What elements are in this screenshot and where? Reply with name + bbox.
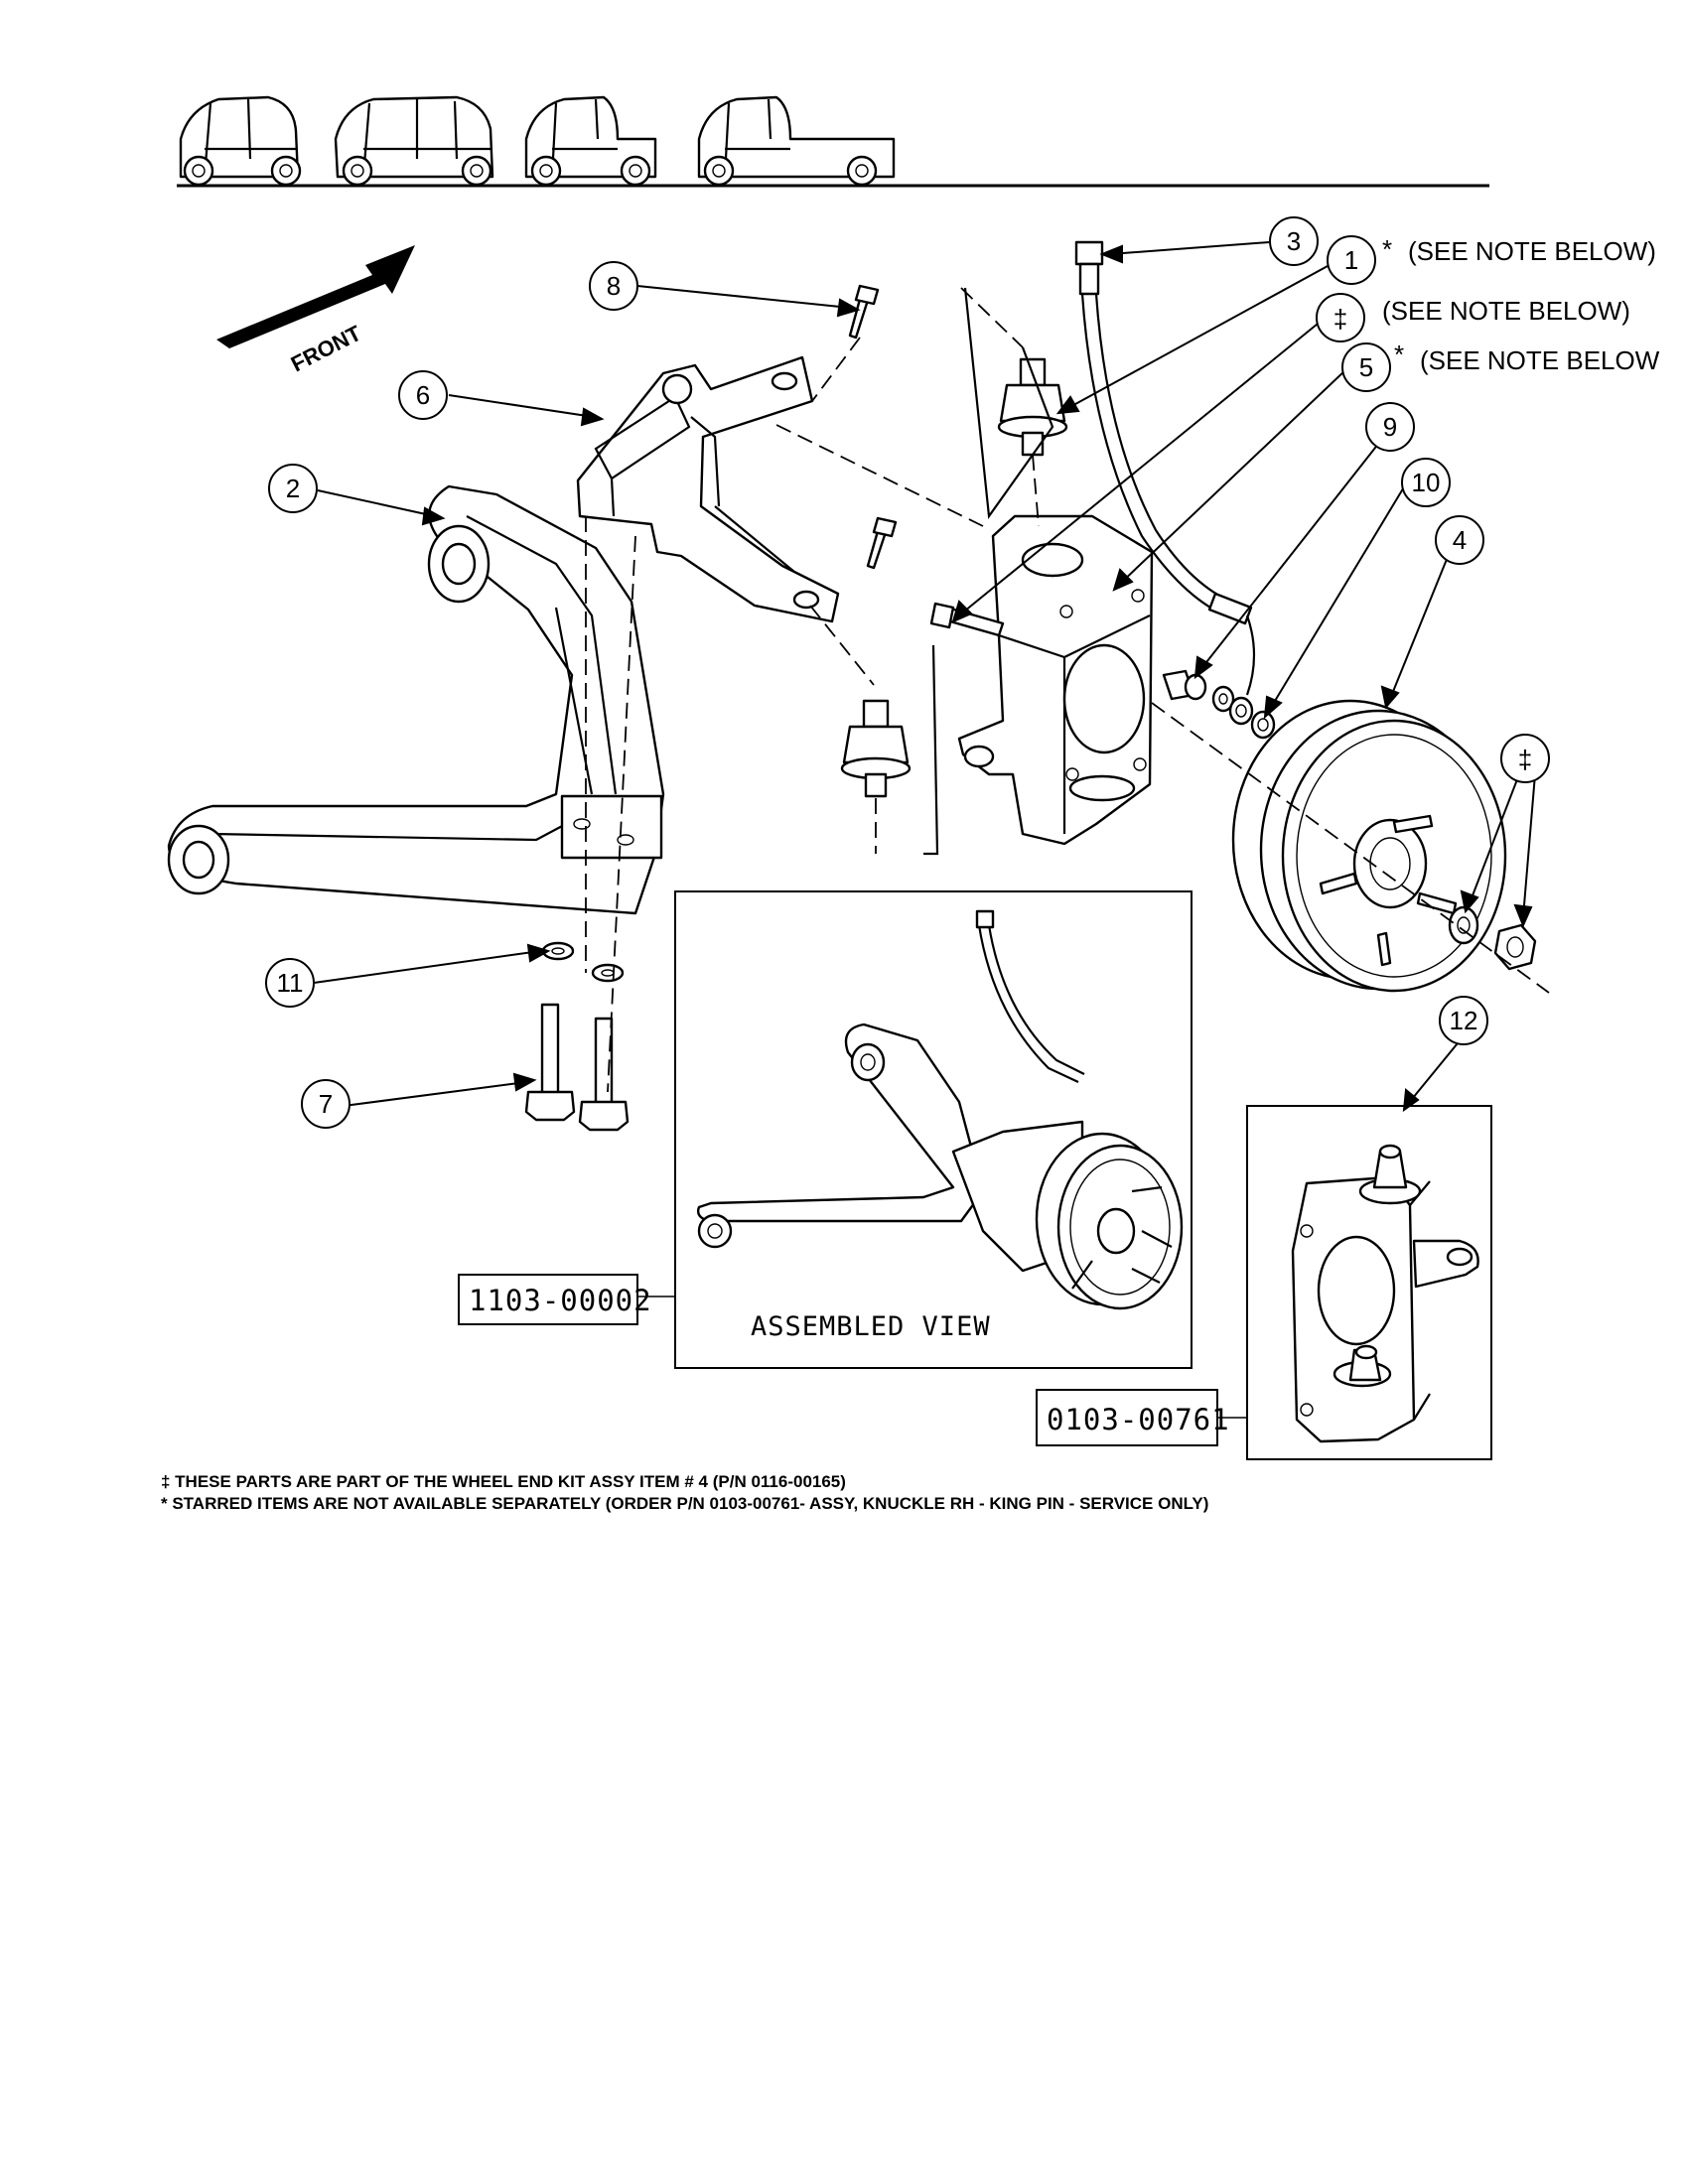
brake-hose: [1074, 240, 1256, 696]
front-arrow: FRONT: [216, 245, 415, 376]
knuckle-inset: [1246, 1105, 1492, 1460]
assembly-part-number: 1103-00002: [458, 1274, 675, 1325]
assembled-view-title: ASSEMBLED VIEW: [751, 1311, 991, 1342]
bolt-7-right: [578, 1017, 630, 1132]
callout-1: 1 * (SEE NOTE BELOW): [1327, 234, 1656, 285]
footnote-wheel-end-kit: ‡ THESE PARTS ARE PART OF THE WHEEL END …: [161, 1472, 846, 1491]
callout-6-label: 6: [416, 380, 430, 410]
knuckle-inset-drawing: [1291, 1144, 1479, 1443]
assembled-view-inset: ASSEMBLED VIEW: [674, 890, 1193, 1369]
callout-7: 7: [301, 1079, 351, 1129]
knuckle-part-number-text: 0103-00761: [1047, 1403, 1230, 1436]
callout-5: 5 * (SEE NOTE BELOW: [1341, 340, 1660, 392]
callout-11-label: 11: [277, 968, 304, 998]
callout-2: 2: [268, 464, 318, 513]
callout-dagger-2: ‡: [1500, 734, 1550, 783]
callout-6: 6: [398, 370, 448, 420]
upper-bracket: [576, 355, 840, 623]
callout-1-label: 1: [1344, 245, 1358, 275]
callout-11: 11: [265, 958, 315, 1008]
ball-joint-lower: [840, 699, 912, 798]
callout-5-label: 5: [1359, 352, 1373, 382]
callout-3: 3: [1269, 216, 1319, 266]
vehicle-icon-short-bed: [524, 95, 657, 187]
vehicle-icon-4-seat: [334, 95, 494, 187]
callout-5-note: (SEE NOTE BELOW: [1420, 345, 1660, 375]
callout-dagger: ‡ (SEE NOTE BELOW): [1316, 293, 1630, 342]
callout-1-note: (SEE NOTE BELOW): [1408, 236, 1656, 266]
callout-10: 10: [1401, 458, 1451, 507]
callout-9-label: 9: [1383, 412, 1397, 442]
washers-11: [541, 941, 625, 983]
callout-8-label: 8: [607, 271, 621, 301]
callout-2-label: 2: [286, 474, 300, 503]
leader-lines: [313, 241, 1536, 1113]
callout-9: 9: [1365, 402, 1415, 452]
vehicle-icon-long-bed: [697, 95, 896, 187]
callout-1-star: *: [1382, 234, 1392, 264]
callout-dagger-label: ‡: [1333, 304, 1347, 334]
front-label: FRONT: [287, 321, 365, 377]
assembly-part-number-text: 1103-00002: [469, 1284, 652, 1317]
vehicle-icon-2-seat: [179, 95, 302, 187]
callout-5-star: *: [1394, 340, 1404, 369]
steering-knuckle: [957, 514, 1154, 846]
callout-7-label: 7: [319, 1089, 333, 1119]
vehicle-icons: [179, 95, 896, 187]
bolt-8-lower: [866, 516, 898, 570]
callout-10-label: 10: [1412, 468, 1441, 497]
callout-3-label: 3: [1287, 226, 1301, 256]
callout-dagger-note: (SEE NOTE BELOW): [1382, 296, 1630, 326]
hub-hardware-9-10: [1162, 669, 1276, 740]
wheel-nut-washer: [1448, 905, 1537, 971]
footnote-starred-items: * STARRED ITEMS ARE NOT AVAILABLE SEPARA…: [161, 1494, 1208, 1513]
assembled-view-drawing: [696, 909, 1184, 1310]
assembly-lines: [585, 287, 1550, 1093]
callout-dagger-2-label: ‡: [1518, 745, 1532, 774]
callout-12-label: 12: [1450, 1006, 1478, 1035]
knuckle-part-number: 0103-00761: [1036, 1389, 1247, 1446]
callout-4-label: 4: [1453, 525, 1467, 555]
bolt-8-top: [848, 284, 880, 340]
callout-4: 4: [1435, 515, 1484, 565]
brake-drum: [1231, 699, 1507, 993]
bolt-7-left: [524, 1003, 576, 1122]
upper-control-arm: [167, 484, 665, 915]
callout-8: 8: [589, 261, 638, 311]
callout-12: 12: [1439, 996, 1488, 1045]
